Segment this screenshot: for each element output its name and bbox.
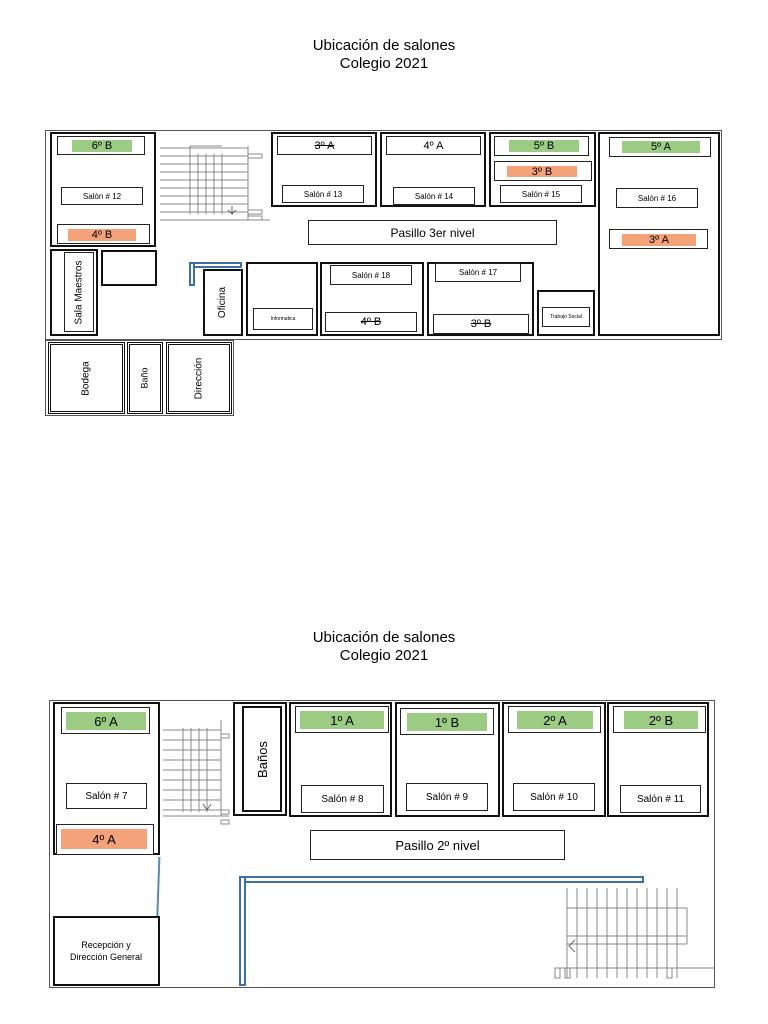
salon-12-top-tag: 6º B bbox=[72, 140, 132, 152]
salon-7-bottom-tag: 4º A bbox=[61, 829, 147, 849]
bodega bbox=[48, 342, 125, 414]
bano-label: Baño bbox=[140, 367, 150, 389]
plan3-pipe-vertical bbox=[189, 262, 195, 286]
salon-11-top-tag: 2º B bbox=[624, 711, 698, 729]
salon-13-label: Salón # 13 bbox=[282, 185, 364, 203]
salon-11-top-frame: 2º B bbox=[613, 706, 706, 733]
salon-13-top-tag: 3º A bbox=[277, 136, 372, 155]
salon-9-top-tag: 1º B bbox=[407, 713, 487, 731]
plan2-staircase-right bbox=[554, 888, 715, 979]
salon-12-bottom-frame: 4º B bbox=[57, 224, 150, 244]
salon-7-bottom-frame: 4º A bbox=[56, 824, 154, 855]
banos-label: Baños bbox=[254, 740, 270, 778]
salon-16-top-frame: 5º A bbox=[609, 137, 711, 157]
salon-9-label: Salón # 9 bbox=[406, 783, 488, 811]
plan3-floor-outline bbox=[45, 130, 722, 340]
salon-14-label: Salón # 14 bbox=[393, 187, 475, 205]
sala-maestros-frame bbox=[64, 252, 94, 332]
plan2-pipe-horizontal bbox=[239, 876, 644, 883]
plan2-title-line1: Ubicación de salones bbox=[312, 629, 456, 646]
salon-12-label: Salón # 12 bbox=[61, 187, 143, 205]
bano bbox=[127, 342, 163, 414]
salon-7-top-frame: 6º A bbox=[61, 707, 150, 734]
bodega-label: Bodega bbox=[80, 360, 92, 396]
salon-10-top-tag: 2º A bbox=[517, 711, 593, 729]
salon-12-bottom-tag: 4º B bbox=[68, 229, 136, 241]
plan3-staircase bbox=[160, 145, 270, 221]
salon-7-label: Salón # 7 bbox=[66, 783, 147, 809]
salon-12-top-frame: 6º B bbox=[57, 136, 145, 155]
trabajo-social-label: Trabajo Social bbox=[542, 307, 590, 327]
salon-16-top-tag: 5º A bbox=[622, 141, 700, 153]
plan3-annex-outline bbox=[45, 340, 234, 416]
salon-16-bottom-frame: 3º A bbox=[609, 229, 708, 249]
salon-15-label: Salón # 15 bbox=[500, 185, 582, 203]
salon-15-mid-tag: 3º B bbox=[507, 166, 577, 178]
plan2-floor-outline bbox=[49, 700, 715, 988]
salon-16-bottom-tag: 3º A bbox=[622, 234, 696, 246]
salon-8-top-frame: 1º A bbox=[295, 706, 389, 733]
plan2-staircase-left bbox=[163, 720, 230, 825]
small-room bbox=[101, 250, 157, 286]
recepcion-label: Recepción y Dirección General bbox=[58, 920, 154, 982]
salon-8-label: Salón # 8 bbox=[301, 785, 384, 813]
salon-9-top-frame: 1º B bbox=[400, 708, 494, 735]
oficina-label: Oficina bbox=[217, 286, 229, 319]
salon-17-bottom-tag: 3º B bbox=[433, 314, 529, 334]
direccion-label: Dirección bbox=[193, 357, 205, 399]
pasillo-2-nivel: Pasillo 2º nivel bbox=[310, 830, 565, 860]
plan3-title-line1: Ubicación de salones bbox=[312, 37, 456, 54]
salon-16-label: Salón # 16 bbox=[616, 188, 698, 208]
salon-11-label: Salón # 11 bbox=[620, 785, 701, 813]
salon-17-label: Salón # 17 bbox=[435, 263, 521, 282]
salon-15-mid-frame: 3º B bbox=[494, 161, 592, 181]
informatica-label: Informatica bbox=[253, 308, 313, 330]
sala-maestros-label: Sala Maestros bbox=[73, 260, 85, 324]
salon-10-top-frame: 2º A bbox=[508, 706, 601, 733]
plan3-pipe-horizontal bbox=[189, 262, 242, 268]
plan3-title-line2: Colegio 2021 bbox=[339, 55, 429, 72]
salon-15-top-tag: 5º B bbox=[509, 140, 579, 152]
salon-15-top-frame: 5º B bbox=[494, 136, 589, 156]
plan2-pipe-vertical bbox=[239, 876, 246, 986]
direccion bbox=[166, 342, 232, 414]
salon-18-bottom-tag: 4º B bbox=[325, 312, 417, 332]
banos-frame bbox=[242, 706, 282, 812]
salon-14-top-tag: 4º A bbox=[386, 136, 481, 155]
salon-10-label: Salón # 10 bbox=[513, 783, 595, 811]
oficina bbox=[203, 269, 243, 336]
salon-18-label: Salón # 18 bbox=[330, 265, 412, 285]
salon-7-top-tag: 6º A bbox=[66, 712, 146, 730]
pasillo-3er-nivel: Pasillo 3er nivel bbox=[308, 220, 557, 245]
plan2-title-line2: Colegio 2021 bbox=[339, 647, 429, 664]
salon-8-top-tag: 1º A bbox=[300, 711, 384, 729]
